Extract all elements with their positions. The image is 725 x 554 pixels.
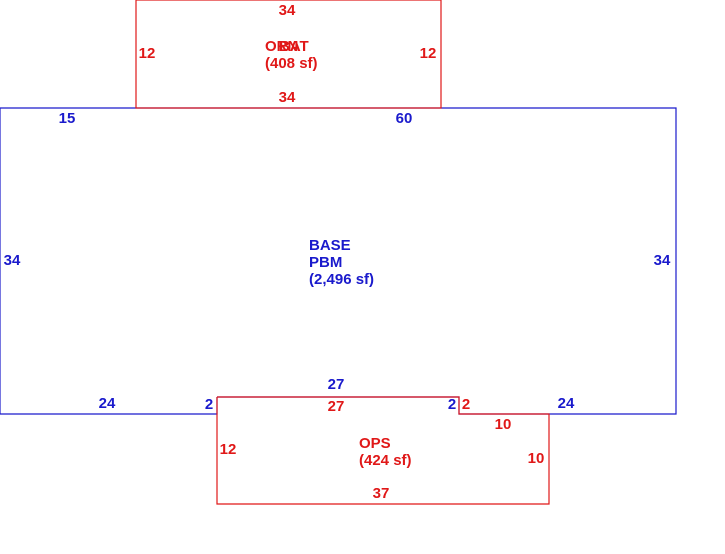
ornbat-name-b: BAT bbox=[279, 38, 309, 55]
ornbat-dim-top: 34 bbox=[279, 2, 296, 19]
ops-area: (424 sf) bbox=[359, 452, 412, 469]
base-dim-bottom-mid: 27 bbox=[328, 376, 345, 393]
base-dim-notch-left: 2 bbox=[205, 396, 213, 413]
base-dim-top-right: 60 bbox=[396, 110, 413, 127]
ops-dim-step-left: 2 bbox=[462, 396, 470, 413]
ops-dim-right: 10 bbox=[528, 450, 545, 467]
base-name: BASE bbox=[309, 237, 351, 254]
base-area: (2,496 sf) bbox=[309, 271, 374, 288]
ops-dim-top: 27 bbox=[328, 398, 345, 415]
ops-dim-left: 12 bbox=[220, 441, 237, 458]
ornbat-name-a: ORN bbox=[265, 38, 298, 55]
ops-dim-bottom: 37 bbox=[373, 485, 390, 502]
ornbat-dim-bottom: 34 bbox=[279, 89, 296, 106]
base-dim-right: 34 bbox=[654, 252, 671, 269]
ornbat-outline bbox=[135, 0, 442, 109]
base-dim-left: 34 bbox=[4, 252, 21, 269]
base-code: PBM bbox=[309, 254, 342, 271]
ornbat-dim-left: 12 bbox=[139, 45, 156, 62]
base-dim-bottom-left: 24 bbox=[99, 395, 116, 412]
ops-name: OPS bbox=[359, 435, 391, 452]
base-dim-bottom-right: 24 bbox=[558, 395, 575, 412]
ops-dim-step-top: 10 bbox=[495, 416, 512, 433]
ops-outline bbox=[216, 396, 550, 505]
ornbat-dim-right: 12 bbox=[420, 45, 437, 62]
base-dim-notch-right: 2 bbox=[448, 396, 456, 413]
base-dim-top-left: 15 bbox=[59, 110, 76, 127]
ornbat-area: (408 sf) bbox=[265, 55, 318, 72]
